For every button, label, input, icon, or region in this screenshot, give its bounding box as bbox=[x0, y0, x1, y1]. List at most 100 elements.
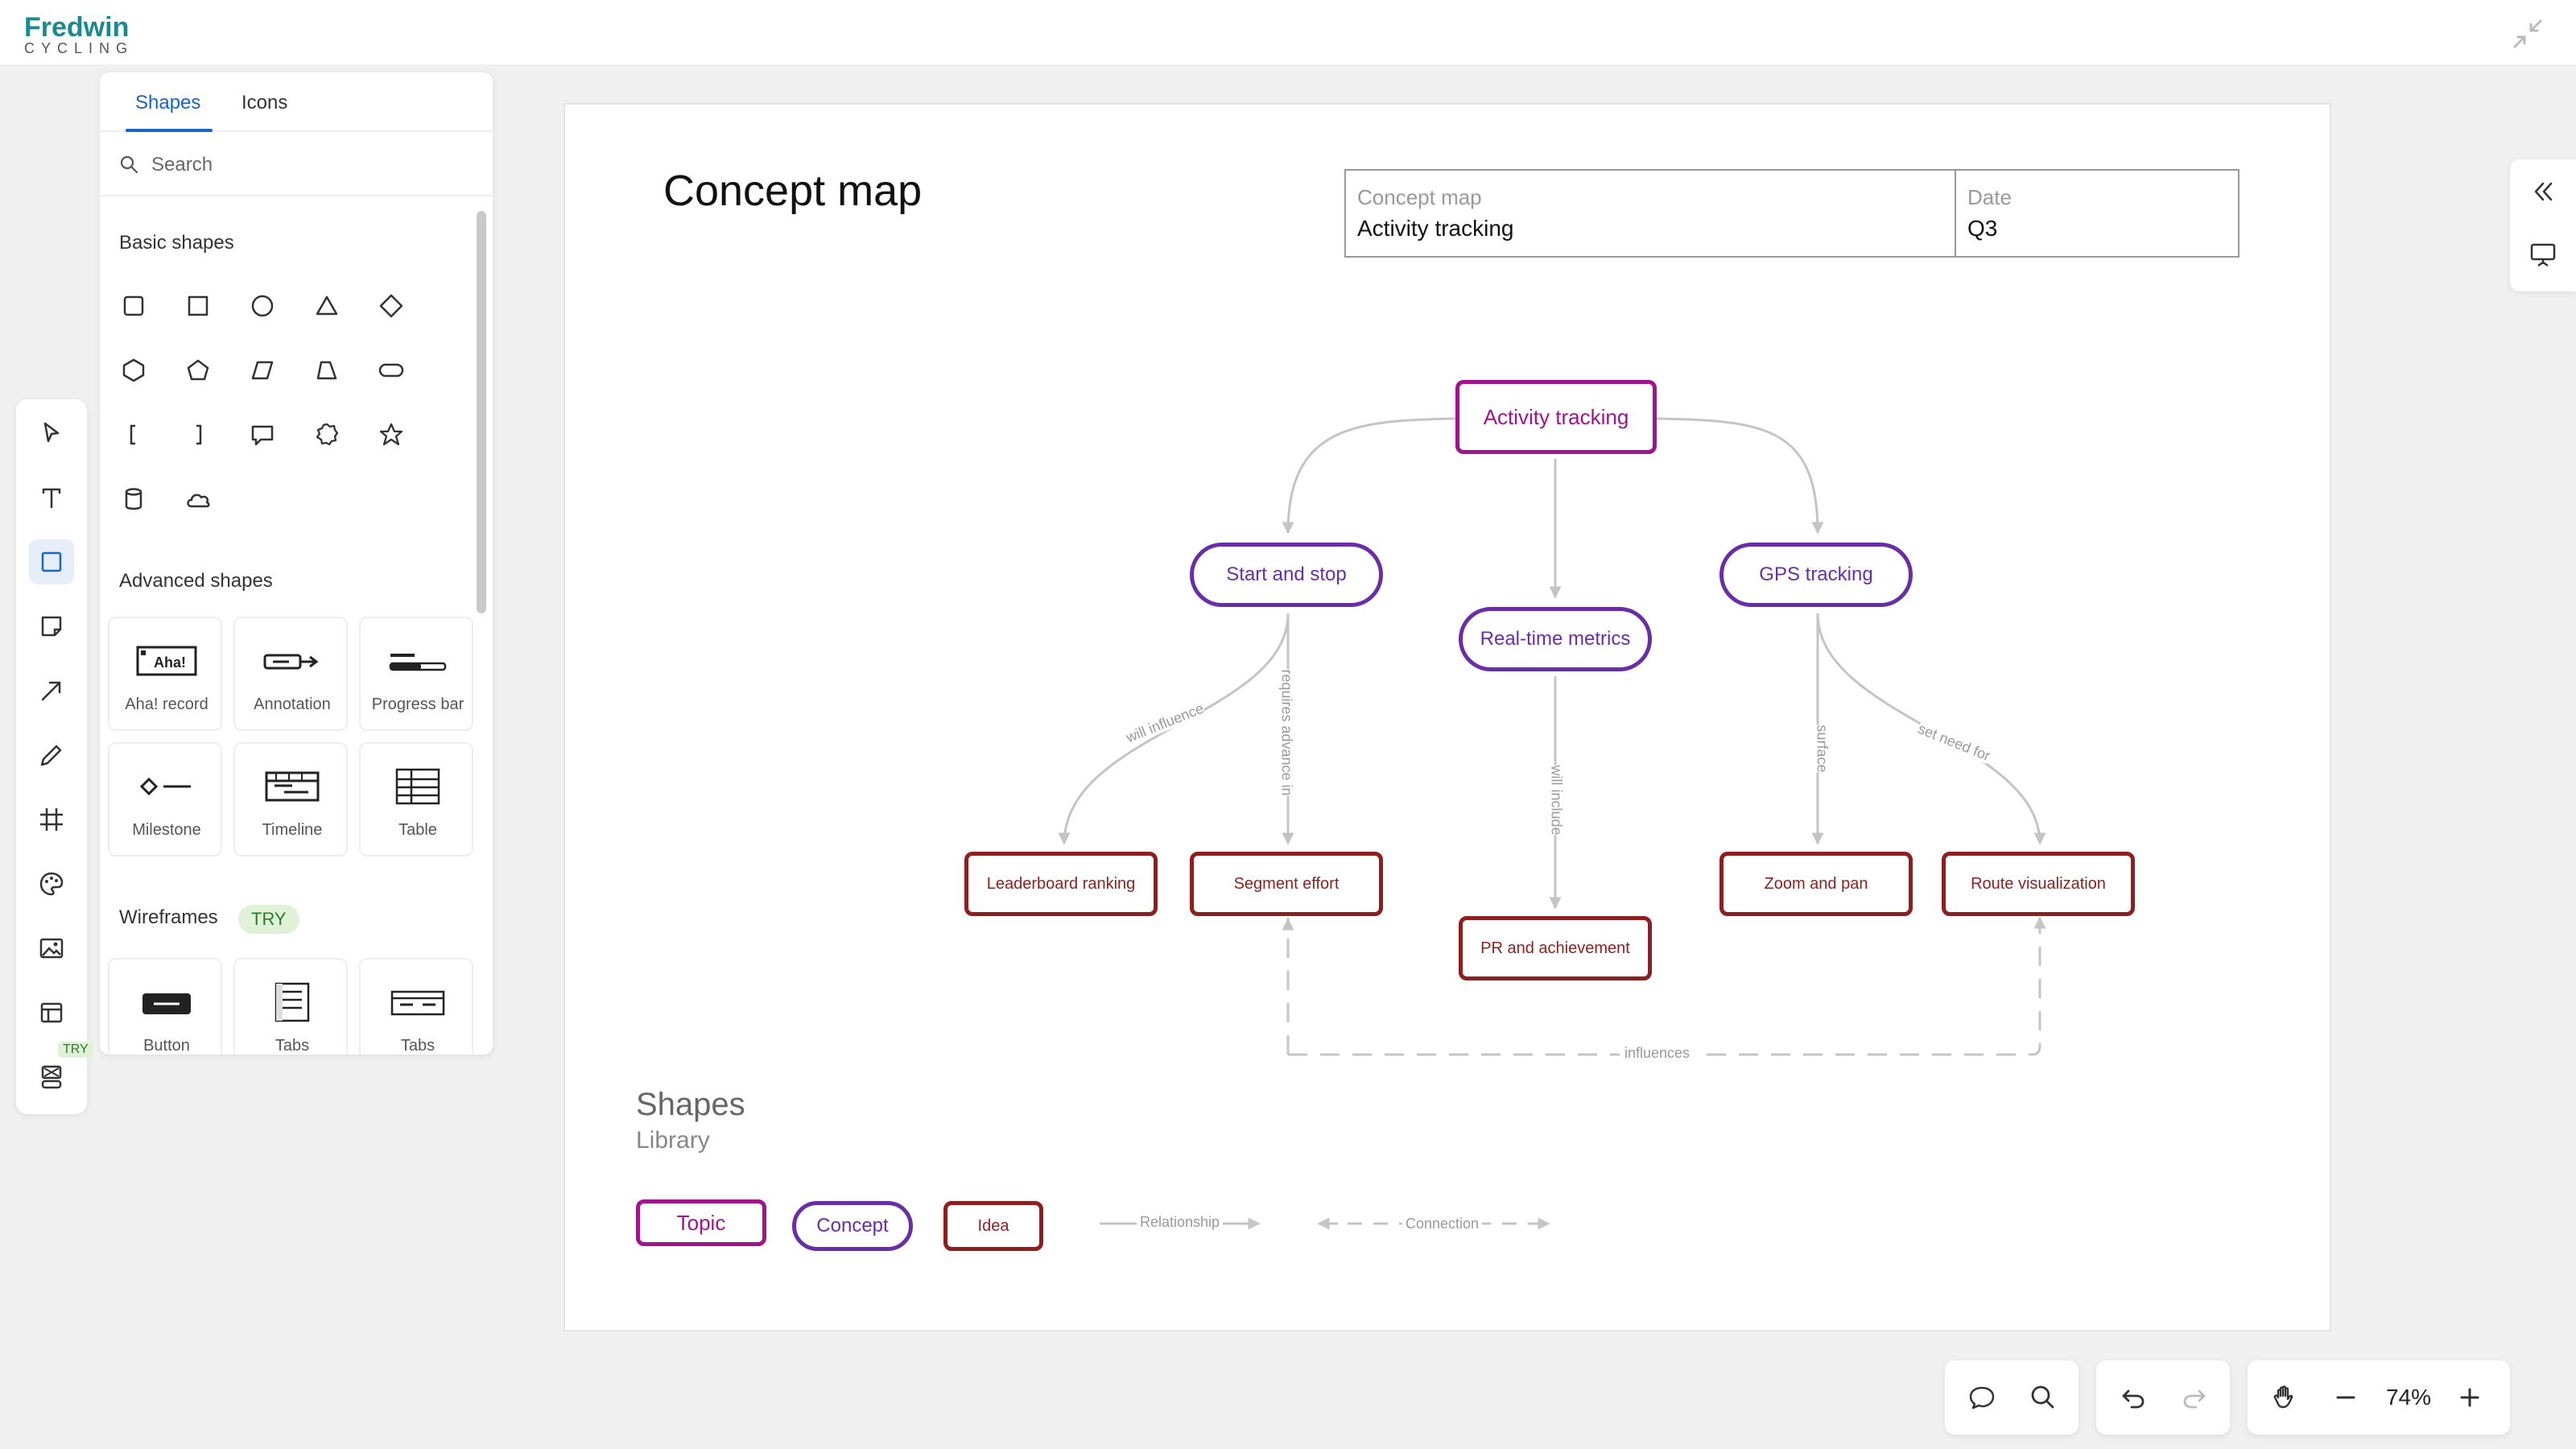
adv-timeline[interactable]: Timeline bbox=[233, 742, 348, 857]
search-bar bbox=[100, 134, 493, 196]
wf-button[interactable]: Button bbox=[108, 958, 222, 1055]
bottom-group-zoom: 74% bbox=[2248, 1360, 2510, 1435]
search-button[interactable] bbox=[2025, 1380, 2061, 1415]
node-real-time-metrics[interactable]: Real-time metrics bbox=[1459, 607, 1652, 671]
legend-title[interactable]: Shapes bbox=[636, 1087, 745, 1122]
select-tool[interactable] bbox=[29, 411, 74, 456]
page-title[interactable]: Concept map bbox=[663, 167, 923, 215]
shape-square-rounded[interactable] bbox=[111, 283, 156, 328]
edge-label-will-include[interactable]: will include bbox=[1548, 765, 1565, 836]
legend-topic[interactable]: Topic bbox=[636, 1199, 766, 1246]
section-advanced-shapes: Advanced shapes bbox=[119, 570, 273, 592]
timeline-icon bbox=[265, 771, 320, 802]
adv-label: Aha! record bbox=[125, 696, 208, 713]
image-tool[interactable] bbox=[29, 926, 74, 971]
shape-cloud[interactable] bbox=[175, 477, 221, 522]
legend-idea[interactable]: Idea bbox=[943, 1201, 1043, 1251]
collapse-panel-button[interactable] bbox=[2525, 174, 2561, 209]
pan-button[interactable] bbox=[2267, 1380, 2302, 1415]
shape-parallelogram[interactable] bbox=[240, 348, 285, 393]
shape-stadium[interactable] bbox=[369, 348, 414, 393]
undo-button[interactable] bbox=[2116, 1380, 2151, 1415]
frame-tool[interactable] bbox=[29, 797, 74, 842]
sticky-note-tool[interactable] bbox=[29, 604, 74, 649]
section-basic-shapes: Basic shapes bbox=[119, 232, 234, 254]
adv-milestone[interactable]: Milestone bbox=[108, 742, 222, 857]
tab-shapes[interactable]: Shapes bbox=[135, 92, 201, 114]
redo-icon bbox=[2183, 1389, 2206, 1409]
exit-fullscreen-icon[interactable] bbox=[2510, 16, 2545, 52]
app-logo[interactable]: Fredwin CYCLING bbox=[24, 13, 134, 56]
tab-icons[interactable]: Icons bbox=[242, 92, 288, 114]
panel-scrollbar[interactable] bbox=[477, 211, 486, 613]
shape-circle[interactable] bbox=[240, 283, 285, 328]
zoom-level[interactable]: 74% bbox=[2385, 1385, 2432, 1410]
node-zoom-and-pan[interactable]: Zoom and pan bbox=[1719, 852, 1913, 916]
shape-octagon[interactable] bbox=[304, 412, 349, 457]
annotation-icon bbox=[263, 654, 319, 670]
wf-tabs[interactable]: Tabs bbox=[233, 958, 348, 1055]
shape-star[interactable] bbox=[369, 412, 414, 457]
node-start-and-stop[interactable]: Start and stop bbox=[1190, 543, 1383, 607]
info-cell-date: Date Q3 bbox=[1956, 171, 2238, 256]
info-value-concept-map[interactable]: Activity tracking bbox=[1357, 216, 1514, 241]
shape-triangle[interactable] bbox=[304, 283, 349, 328]
legend-concept[interactable]: Concept bbox=[792, 1201, 913, 1251]
legend-subtitle[interactable]: Library bbox=[636, 1127, 710, 1154]
node-pr-and-achievement[interactable]: PR and achievement bbox=[1459, 916, 1652, 980]
panel-tabs: Shapes Icons bbox=[100, 72, 493, 132]
shape-tool[interactable] bbox=[29, 539, 74, 584]
color-tool[interactable] bbox=[29, 861, 74, 906]
node-segment-effort[interactable]: Segment effort bbox=[1190, 852, 1383, 916]
shape-bracket-left[interactable] bbox=[111, 412, 156, 457]
section-wireframes: Wireframes bbox=[119, 906, 218, 928]
text-tool[interactable] bbox=[29, 475, 74, 520]
adv-progress-bar[interactable]: Progress bar bbox=[359, 617, 473, 731]
wireframe-tool[interactable] bbox=[29, 1055, 74, 1100]
shape-diamond[interactable] bbox=[369, 283, 414, 328]
adv-aha-record[interactable]: Aha! Aha! record bbox=[108, 617, 222, 731]
adv-label: Tabs bbox=[400, 1037, 436, 1055]
legend-relationship-label: Relationship bbox=[1137, 1214, 1224, 1230]
connector-tool[interactable] bbox=[29, 668, 74, 713]
shape-cylinder[interactable] bbox=[111, 477, 156, 522]
shape-bracket-right[interactable] bbox=[175, 412, 221, 457]
search-input[interactable] bbox=[151, 150, 473, 180]
edge-label-surface[interactable]: surface bbox=[1814, 724, 1831, 773]
node-gps-tracking[interactable]: GPS tracking bbox=[1719, 543, 1913, 607]
edge-label-influences[interactable]: influences bbox=[1620, 1045, 1695, 1061]
shape-pentagon[interactable] bbox=[175, 348, 221, 393]
info-table[interactable]: Concept map Activity tracking Date Q3 bbox=[1344, 169, 2240, 258]
connectors-layer bbox=[1058, 417, 2333, 1230]
present-button[interactable] bbox=[2525, 237, 2561, 272]
comment-button[interactable] bbox=[1964, 1380, 2000, 1415]
svg-text:Aha!: Aha! bbox=[154, 654, 186, 671]
shape-trapezoid[interactable] bbox=[304, 348, 349, 393]
logo-subtitle: CYCLING bbox=[24, 40, 134, 56]
adv-label: Table bbox=[398, 821, 437, 839]
zoom-in-button[interactable] bbox=[2452, 1380, 2487, 1415]
zoom-out-button[interactable] bbox=[2328, 1380, 2363, 1415]
adv-label: Tabs bbox=[275, 1037, 310, 1055]
adv-annotation[interactable]: Annotation bbox=[233, 617, 348, 731]
plus-icon bbox=[2460, 1388, 2479, 1407]
node-activity-tracking[interactable]: Activity tracking bbox=[1455, 380, 1657, 454]
info-value-date[interactable]: Q3 bbox=[1967, 216, 1998, 241]
canvas-board[interactable]: Concept map Concept map Activity trackin… bbox=[564, 103, 2331, 1331]
shape-speech-bubble[interactable] bbox=[240, 412, 285, 457]
adv-table[interactable]: Table bbox=[359, 742, 473, 857]
shape-square[interactable] bbox=[175, 283, 221, 328]
template-tool[interactable] bbox=[29, 990, 74, 1035]
node-leaderboard-ranking[interactable]: Leaderboard ranking bbox=[964, 852, 1158, 916]
aha-record-icon: Aha! bbox=[136, 646, 197, 676]
progress-bar-icon bbox=[389, 654, 447, 671]
shape-hexagon[interactable] bbox=[111, 348, 156, 393]
try-badge: TRY bbox=[238, 905, 299, 934]
wf-tabs-horizontal[interactable]: Tabs bbox=[359, 958, 473, 1055]
edge-label-requires-advance[interactable]: requires advance in bbox=[1278, 669, 1295, 796]
node-route-visualization[interactable]: Route visualization bbox=[1942, 852, 2135, 916]
pen-tool[interactable] bbox=[29, 733, 74, 778]
template-icon bbox=[40, 1002, 63, 1023]
search-icon bbox=[120, 155, 138, 174]
redo-button[interactable] bbox=[2177, 1380, 2212, 1415]
